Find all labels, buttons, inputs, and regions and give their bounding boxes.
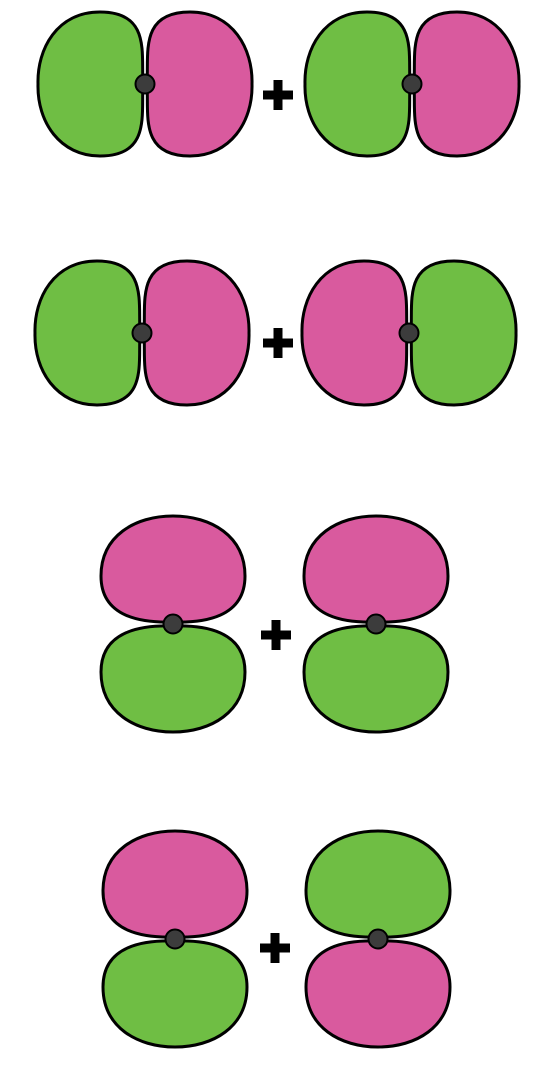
nucleus-row1-1	[134, 73, 156, 95]
orbital-row2-1	[33, 259, 251, 407]
bottom-lobe-row3-2	[302, 624, 450, 734]
plus-sign-row4	[260, 933, 290, 963]
orbital-row1-2	[303, 10, 521, 158]
nucleus-row3-1	[162, 613, 184, 635]
left-lobe-row1-1	[36, 10, 145, 158]
orbital-row2-2	[300, 259, 518, 407]
nucleus-row4-2	[367, 928, 389, 950]
nucleus-row3-2	[365, 613, 387, 635]
left-lobe-row1-2	[303, 10, 412, 158]
plus-sign-row2	[263, 328, 293, 358]
nucleus-row1-2	[401, 73, 423, 95]
nucleus-row2-2	[398, 322, 420, 344]
bottom-lobe-row4-1	[101, 939, 249, 1049]
orbital-row4-1	[101, 829, 249, 1049]
orbital-row1-1	[36, 10, 254, 158]
top-lobe-row4-2	[304, 829, 452, 939]
orbital-row4-2	[304, 829, 452, 1049]
right-lobe-row2-2	[409, 259, 518, 407]
top-lobe-row3-2	[302, 514, 450, 624]
orbital-row3-1	[99, 514, 247, 734]
left-lobe-row2-1	[33, 259, 142, 407]
plus-sign-row1	[263, 80, 293, 110]
top-lobe-row4-1	[101, 829, 249, 939]
right-lobe-row2-1	[142, 259, 251, 407]
right-lobe-row1-2	[412, 10, 521, 158]
right-lobe-row1-1	[145, 10, 254, 158]
orbital-row3-2	[302, 514, 450, 734]
nucleus-row4-1	[164, 928, 186, 950]
bottom-lobe-row3-1	[99, 624, 247, 734]
nucleus-row2-1	[131, 322, 153, 344]
bottom-lobe-row4-2	[304, 939, 452, 1049]
left-lobe-row2-2	[300, 259, 409, 407]
plus-sign-row3	[261, 620, 291, 650]
top-lobe-row3-1	[99, 514, 247, 624]
